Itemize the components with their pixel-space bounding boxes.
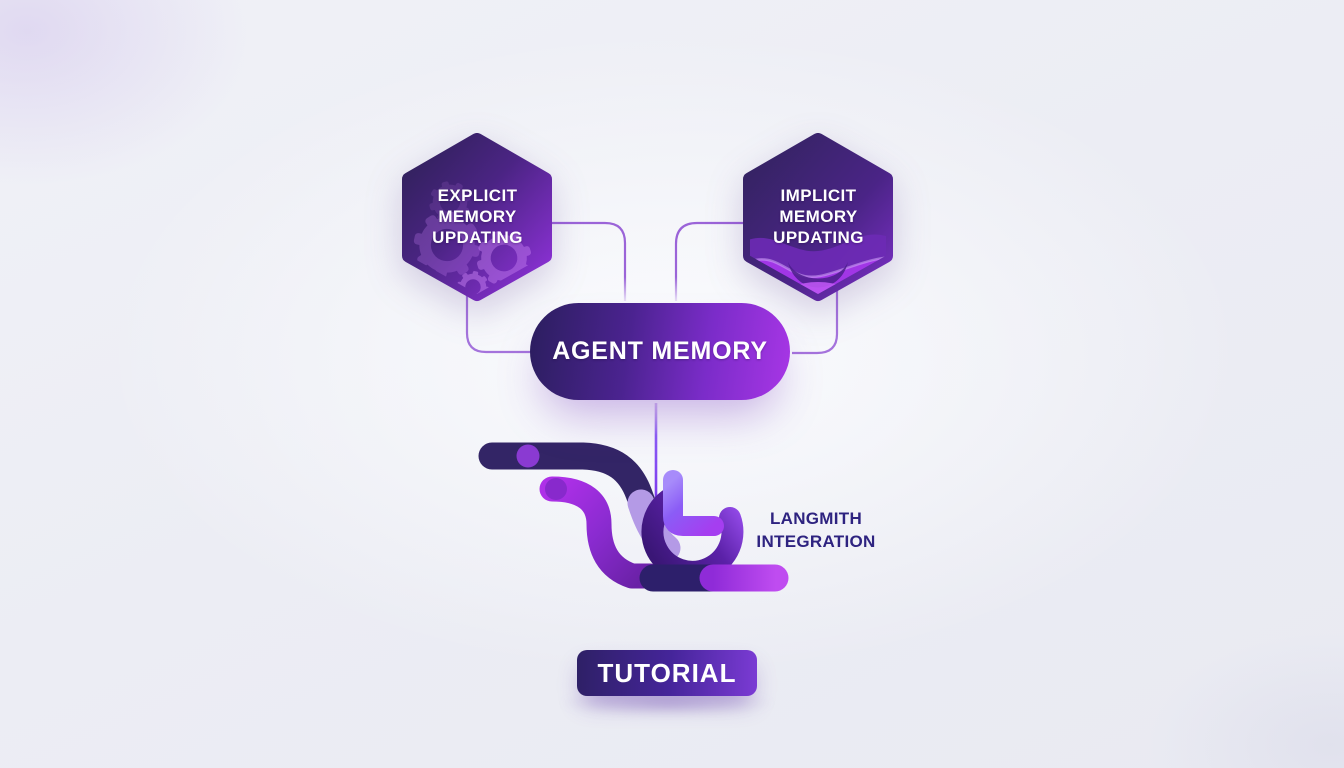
logo-violet-curve xyxy=(539,476,663,589)
langsmith-integration-label: LANGMITH INTEGRATION xyxy=(737,507,895,553)
explicit-memory-label: EXPLICIT MEMORY UPDATING xyxy=(409,185,546,248)
connector-explicit-side xyxy=(465,258,534,354)
connector-implicit-top xyxy=(674,221,751,301)
label-line: MEMORY xyxy=(779,207,858,226)
connector-lines xyxy=(465,221,839,497)
connector-explicit-top xyxy=(546,221,627,301)
logo-l-glyph xyxy=(663,470,724,536)
explicit-memory-node xyxy=(402,133,552,301)
tutorial-button[interactable]: TUTORIAL xyxy=(577,650,757,696)
label-line: IMPLICIT xyxy=(780,186,857,205)
hexagon-shape xyxy=(402,133,552,301)
label-line: LANGMITH xyxy=(769,509,863,528)
label-line: UPDATING xyxy=(432,228,523,247)
label-line: UPDATING xyxy=(773,228,864,247)
implicit-memory-label: IMPLICIT MEMORY UPDATING xyxy=(750,185,887,248)
connector-implicit-side xyxy=(792,258,839,355)
label-line: MEMORY xyxy=(438,207,517,226)
langsmith-logo xyxy=(478,442,789,592)
label-line: INTEGRATION xyxy=(756,532,876,551)
implicit-memory-node xyxy=(743,133,893,301)
logo-dot-bright xyxy=(516,444,540,468)
agent-memory-node: AGENT MEMORY xyxy=(530,303,790,400)
logo-dot-dark xyxy=(545,478,567,500)
label-line: EXPLICIT xyxy=(437,186,518,205)
agent-memory-label: AGENT MEMORY xyxy=(552,337,768,365)
